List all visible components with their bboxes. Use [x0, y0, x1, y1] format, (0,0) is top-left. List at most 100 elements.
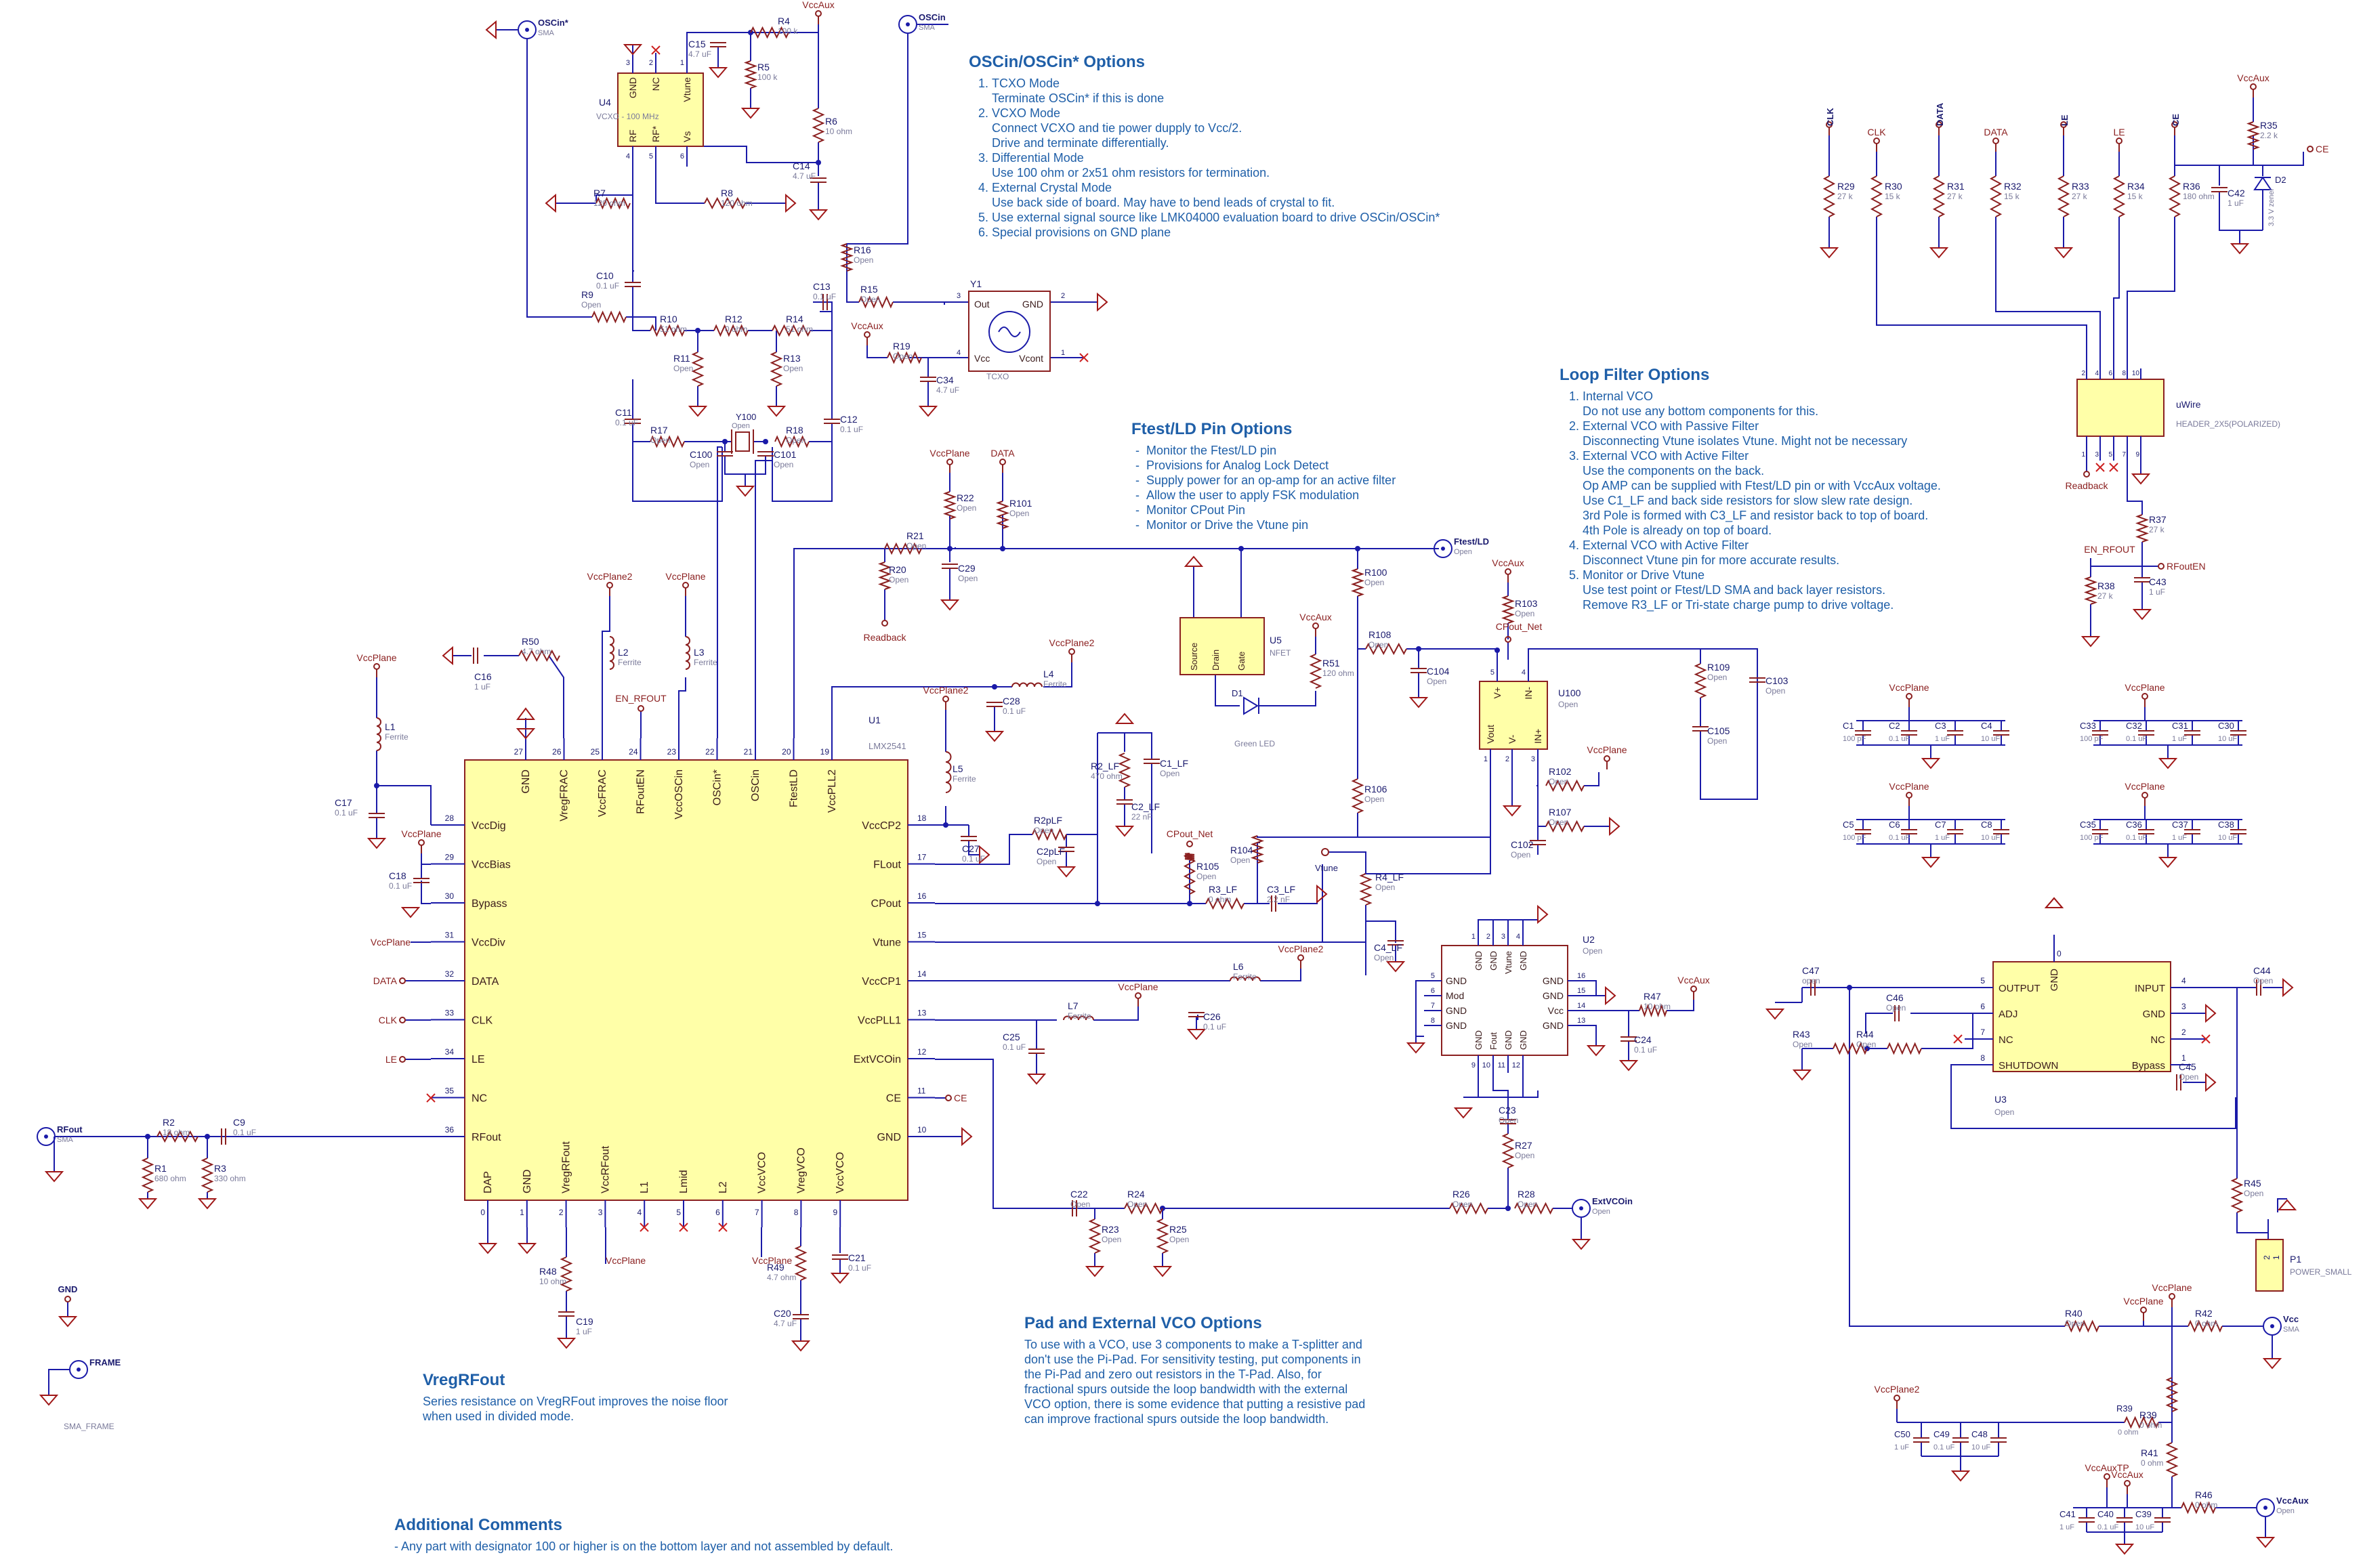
wire [724, 457, 766, 475]
pin-number: 5 [1980, 976, 1985, 986]
net-label: VccPlane [665, 571, 705, 582]
wire [2127, 217, 2175, 368]
sma-connector-icon[interactable] [1572, 1199, 1591, 1218]
ftest-options-title: Ftest/LD Pin Options [1131, 420, 1293, 438]
pin-name: L1 [639, 1181, 650, 1193]
pin-number: 3 [1531, 755, 1535, 763]
pin-name: VccOSCin [673, 769, 685, 820]
pin-name: CPout [871, 898, 902, 910]
resistor [2165, 1442, 2179, 1477]
component-ref: R23 [1102, 1224, 1119, 1235]
ground-icon [2132, 609, 2152, 620]
component-value: Open [1375, 883, 1395, 892]
sma-connector-icon[interactable] [518, 20, 537, 39]
net-port-icon [2083, 471, 2090, 478]
resistor [943, 491, 957, 520]
ftest-option-item: Monitor or Drive the Vtune pin [1146, 517, 1396, 532]
component-value: 0.1 uF [1003, 706, 1026, 716]
resistor [840, 243, 854, 272]
wire [1066, 733, 1098, 835]
component-ref: C2 [1889, 721, 1900, 731]
net-label: VccPlane [1118, 981, 1158, 992]
ground-icon [1385, 961, 1406, 973]
component-ref: R50 [522, 636, 539, 647]
pin-name: OSCin* [712, 769, 724, 805]
component-ref: R37 [2149, 514, 2167, 525]
component-value: 10 uF [1981, 735, 2000, 743]
wire [846, 34, 908, 271]
sma-connector-icon[interactable] [2256, 1498, 2275, 1517]
pin-name: Bypass [2132, 1060, 2165, 1072]
pin-name: NC [472, 1093, 487, 1105]
ic-value: Open [1583, 946, 1602, 956]
loop-option-item-detail: 3rd Pole is formed with C3_LF and resist… [1583, 509, 1929, 522]
component-ref: C42 [2228, 188, 2245, 198]
resistor [141, 1158, 154, 1193]
component-ref: R29 [1837, 181, 1855, 192]
resistor [1351, 568, 1364, 597]
pin-number: 3 [626, 59, 630, 67]
resistor [2084, 576, 2097, 605]
component-ref: R24 [1127, 1189, 1145, 1200]
pin-number: 4 [957, 349, 961, 357]
pin-number: 10 [1482, 1061, 1490, 1069]
component-value: Open [1364, 578, 1384, 587]
pin-number: 17 [917, 853, 927, 862]
component-value: 0.1 uF [389, 881, 412, 891]
pin-name: V- [1507, 734, 1518, 744]
pin-number: 3 [957, 292, 961, 300]
ground-icon [708, 67, 728, 79]
component-ref: C17 [335, 797, 352, 808]
resistor [996, 501, 1009, 529]
power-port-icon [606, 582, 613, 589]
net-label: VccAux [1299, 612, 1331, 622]
resistor [1365, 642, 1407, 656]
component-value: Open [1037, 857, 1056, 866]
resistor [2168, 175, 2181, 217]
sma-connector-icon[interactable] [2263, 1317, 2282, 1336]
ground-icon [485, 20, 497, 40]
oscillator-icon [998, 326, 1021, 337]
component-value: 51 ohm [786, 324, 813, 334]
ground-icon [984, 731, 1005, 742]
sma-connector-icon[interactable] [1434, 539, 1452, 558]
net-label: RFoutEN [2167, 561, 2206, 572]
ic-value: TCXO [986, 372, 1009, 381]
wire [2277, 1198, 2287, 1212]
wire [2236, 1212, 2268, 1233]
resistor [691, 352, 705, 387]
pin-name: GND [877, 1132, 901, 1143]
sma-connector-icon[interactable] [898, 15, 917, 34]
resistor [1989, 175, 2003, 217]
pin-name: VccBias [472, 860, 511, 871]
pin-number: 3 [1501, 933, 1505, 941]
ground-icon [2044, 897, 2064, 908]
net-label: VccPlane [752, 1255, 792, 1266]
ground-icon [1537, 904, 1549, 925]
wire [548, 655, 564, 738]
component-ref: R5 [757, 62, 770, 72]
wire [935, 931, 1366, 943]
component-value: 1 uF [2172, 834, 2187, 842]
pin-number: 8 [2122, 370, 2126, 377]
sma-connector-icon [1441, 547, 1445, 551]
junction-dot [374, 783, 379, 788]
sma-connector-icon[interactable] [37, 1127, 56, 1146]
resistor [1501, 595, 1515, 624]
sma-connector-icon [2263, 1506, 2267, 1510]
pin-name: Vs [682, 131, 692, 142]
component-ref: R27 [1515, 1140, 1532, 1151]
net-port-icon [881, 620, 888, 627]
component-value: Open [1793, 1040, 1812, 1049]
connector-ref: RFout [57, 1124, 83, 1135]
component-value: Open [581, 300, 601, 310]
component-value: 15 k [2127, 192, 2144, 201]
component-value: Open [2179, 1072, 2198, 1082]
component-ref: R38 [2097, 580, 2115, 591]
component-ref: R100 [1364, 567, 1387, 578]
sma-connector-icon[interactable] [69, 1360, 88, 1379]
oscin-option-item: Use external signal source like LMK04000… [992, 210, 1440, 225]
inductor [945, 751, 952, 793]
component-value: 4.7 uF [936, 385, 959, 395]
